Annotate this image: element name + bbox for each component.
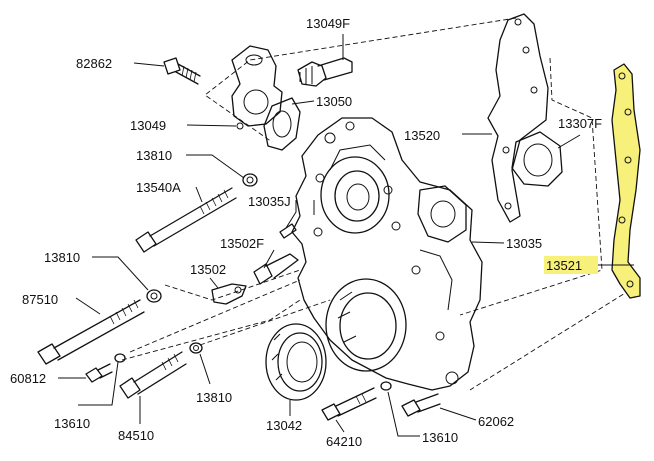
callout-labels: 82862 13049F 13050 13049 13520 13307F 13… xyxy=(10,16,602,449)
label-13502: 13502 xyxy=(190,262,226,277)
label-60812: 60812 xyxy=(10,371,46,386)
label-62062: 62062 xyxy=(478,414,514,429)
label-84510: 84510 xyxy=(118,428,154,443)
label-13540a: 13540A xyxy=(136,180,181,195)
label-13610-left: 13610 xyxy=(54,416,90,431)
label-82862: 82862 xyxy=(76,56,112,71)
tensioner-13502 xyxy=(211,283,247,305)
thermostat-housing xyxy=(231,45,283,130)
label-13035j: 13035J xyxy=(248,194,291,209)
bolt-62062 xyxy=(401,393,441,417)
leader-lines xyxy=(58,34,634,437)
label-13049: 13049 xyxy=(130,118,166,133)
tensioner-13502f xyxy=(253,253,299,285)
gasket-13520 xyxy=(487,13,549,223)
label-13502f: 13502F xyxy=(220,236,264,251)
bolt-82862 xyxy=(163,57,201,85)
label-64210: 64210 xyxy=(326,434,362,449)
bolt-84510 xyxy=(119,351,187,399)
label-13042: 13042 xyxy=(266,418,302,433)
washer-13610-right xyxy=(380,381,392,391)
gasket-13521 xyxy=(611,63,641,299)
label-13035: 13035 xyxy=(506,236,542,251)
highlight-box-13521 xyxy=(544,256,598,274)
washers-13810 xyxy=(146,173,258,354)
dowel-13035j xyxy=(279,223,297,239)
label-13050: 13050 xyxy=(316,94,352,109)
assembly-guides xyxy=(121,17,631,391)
label-13810-lower: 13810 xyxy=(196,390,232,405)
bolt-64210 xyxy=(321,387,377,421)
label-13521: 13521 xyxy=(546,258,582,273)
label-13307f: 13307F xyxy=(558,116,602,131)
gasket-13521-fill xyxy=(611,63,641,299)
label-13049f: 13049F xyxy=(306,16,350,31)
label-13610-right: 13610 xyxy=(422,430,458,445)
temperature-sensor xyxy=(297,57,353,87)
bolt-60812 xyxy=(85,363,113,383)
washer-13610-left xyxy=(114,353,126,363)
label-13810-upper: 13810 xyxy=(136,148,172,163)
oil-seal-13042 xyxy=(265,323,327,401)
gasket-13307f xyxy=(511,131,563,187)
gasket-13050 xyxy=(263,97,301,151)
bolt-13540a xyxy=(135,187,237,253)
label-87510: 87510 xyxy=(22,292,58,307)
label-13520: 13520 xyxy=(404,128,440,143)
label-13810-left: 13810 xyxy=(44,250,80,265)
bolt-87510 xyxy=(37,299,145,365)
